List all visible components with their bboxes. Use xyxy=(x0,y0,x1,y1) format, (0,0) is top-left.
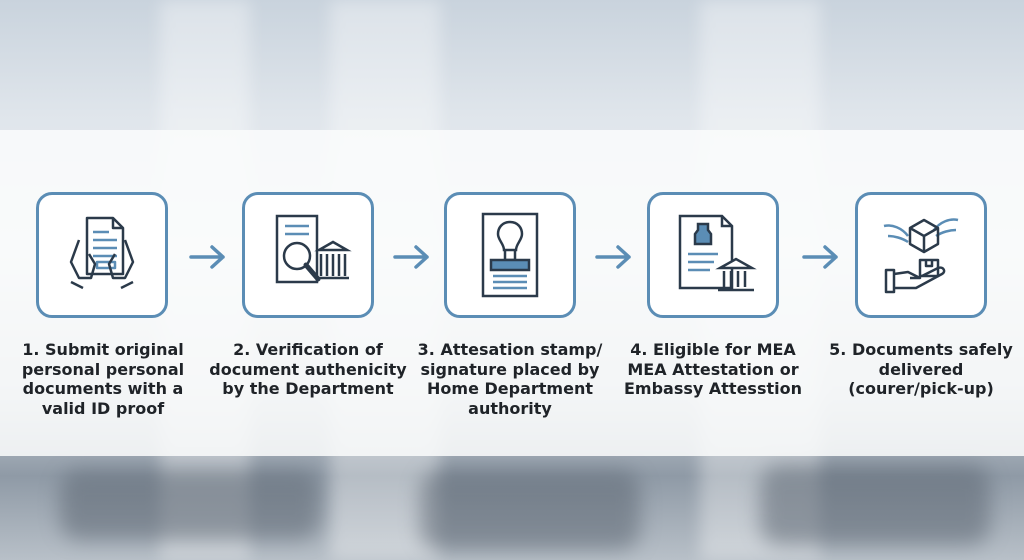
step-1-icon-box xyxy=(36,192,168,318)
step-1-label: 1. Submit original personal personal doc… xyxy=(21,340,185,418)
step-5-label: 5. Documents safely delivered (courer/pi… xyxy=(829,340,1013,398)
stamp-on-document-icon xyxy=(481,212,539,298)
background-furniture xyxy=(420,470,640,550)
arrow-right-icon xyxy=(802,245,838,269)
arrow-right-icon xyxy=(189,245,225,269)
arrow-right-icon xyxy=(595,245,631,269)
hands-holding-document-icon xyxy=(69,216,135,290)
arrow-right-icon xyxy=(393,245,429,269)
step-4-label: 4. Eligible for MEA MEA Attestation or E… xyxy=(624,340,802,398)
background-furniture xyxy=(760,465,990,545)
step-5-icon-box xyxy=(855,192,987,318)
step-2-label: 2. Verification of document authenicity … xyxy=(209,340,407,398)
emblem-document-building-icon xyxy=(678,214,757,292)
background-furniture xyxy=(60,470,320,540)
document-magnifier-building-icon xyxy=(275,214,352,284)
winged-package-hand-icon xyxy=(883,218,959,294)
step-2-icon-box xyxy=(242,192,374,318)
step-4-icon-box xyxy=(647,192,779,318)
step-3-icon-box xyxy=(444,192,576,318)
step-3-label: 3. Attesation stamp/ signature placed by… xyxy=(417,340,603,418)
